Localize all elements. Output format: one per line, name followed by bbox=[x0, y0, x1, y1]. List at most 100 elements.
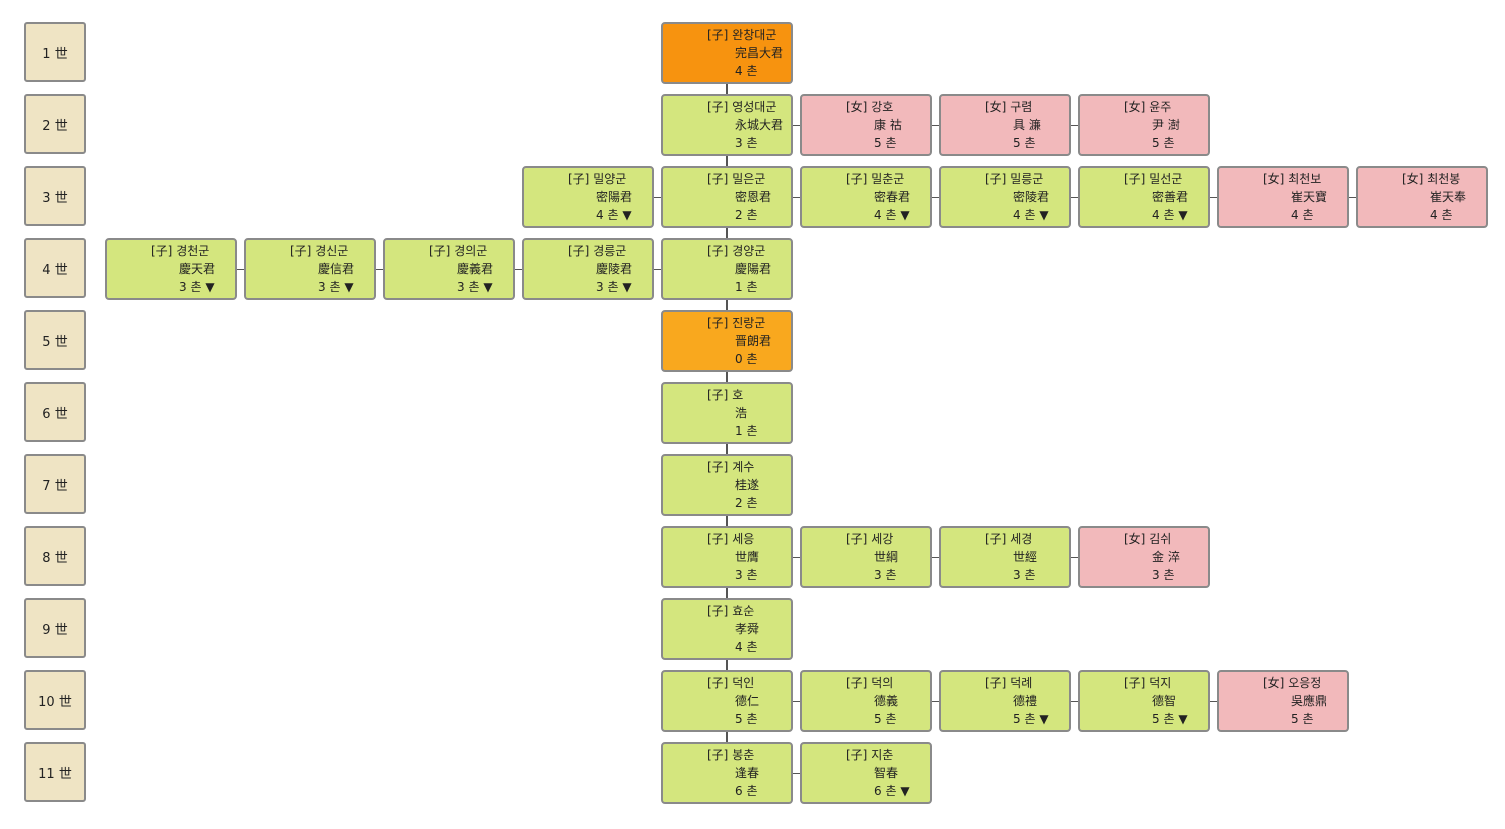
kinship-line: 3 촌 ▼ bbox=[318, 278, 354, 296]
relation-label: [女] bbox=[1263, 676, 1285, 690]
generation-label: 10 世 bbox=[24, 670, 86, 730]
main-line-connector bbox=[726, 84, 728, 804]
kinship-line: 6 촌 bbox=[735, 782, 758, 800]
person-name: 경릉군 bbox=[593, 244, 627, 258]
generation-label: 3 世 bbox=[24, 166, 86, 226]
person-hanja: 金 淬 bbox=[1152, 550, 1180, 564]
kinship-degree: 5 촌 bbox=[1152, 136, 1175, 150]
expand-arrow-icon[interactable]: ▼ bbox=[1178, 208, 1188, 222]
relation-label: [子] bbox=[568, 172, 590, 186]
expand-arrow-icon[interactable]: ▼ bbox=[344, 280, 354, 294]
expand-arrow-icon[interactable]: ▼ bbox=[483, 280, 493, 294]
person-name: 덕례 bbox=[1010, 676, 1033, 690]
person-name-line: [子] 완창대군 bbox=[707, 26, 776, 44]
expand-arrow-icon[interactable]: ▼ bbox=[900, 784, 910, 798]
kinship-degree: 3 촌 bbox=[318, 280, 341, 294]
person-box[interactable]: [女] 김쉬 金 淬 3 촌 bbox=[1078, 526, 1210, 588]
relation-label: [女] bbox=[1263, 172, 1285, 186]
person-box[interactable]: [女] 윤주 尹 澍 5 촌 bbox=[1078, 94, 1210, 156]
relation-label: [子] bbox=[707, 244, 729, 258]
kinship-line: 0 촌 bbox=[735, 350, 758, 368]
person-hanja: 尹 澍 bbox=[1152, 118, 1180, 132]
kinship-line: 3 촌 ▼ bbox=[179, 278, 215, 296]
generation-label: 5 世 bbox=[24, 310, 86, 370]
person-name: 경신군 bbox=[315, 244, 349, 258]
kinship-line: 3 촌 bbox=[735, 566, 758, 584]
relation-label: [子] bbox=[846, 748, 868, 762]
kinship-line: 4 촌 bbox=[735, 62, 758, 80]
relation-label: [子] bbox=[707, 316, 729, 330]
relation-label: [女] bbox=[1124, 532, 1146, 546]
person-name-line: [女] 윤주 bbox=[1124, 98, 1171, 116]
person-name-line: [子] 경신군 bbox=[290, 242, 348, 260]
expand-arrow-icon[interactable]: ▼ bbox=[1039, 208, 1049, 222]
person-hanja: 晋朗君 bbox=[735, 334, 772, 348]
person-name: 김쉬 bbox=[1149, 532, 1172, 546]
expand-arrow-icon[interactable]: ▼ bbox=[622, 208, 632, 222]
person-name-line: [子] 경천군 bbox=[151, 242, 209, 260]
kinship-degree: 2 촌 bbox=[735, 496, 758, 510]
sibling-connector bbox=[727, 557, 1144, 558]
person-name: 경양군 bbox=[732, 244, 766, 258]
kinship-line: 6 촌 ▼ bbox=[874, 782, 910, 800]
person-hanja: 密陵君 bbox=[1013, 190, 1050, 204]
person-name-line: [子] 영성대군 bbox=[707, 98, 776, 116]
expand-arrow-icon[interactable]: ▼ bbox=[1039, 712, 1049, 726]
expand-arrow-icon[interactable]: ▼ bbox=[1178, 712, 1188, 726]
relation-label: [子] bbox=[707, 28, 729, 42]
person-name: 밀선군 bbox=[1149, 172, 1183, 186]
generation-label: 7 世 bbox=[24, 454, 86, 514]
person-hanja: 世綱 bbox=[874, 550, 899, 564]
person-hanja: 德智 bbox=[1152, 694, 1177, 708]
person-hanja: 桂遂 bbox=[735, 478, 760, 492]
kinship-line: 4 촌 ▼ bbox=[1152, 206, 1188, 224]
person-name: 완창대군 bbox=[732, 28, 777, 42]
person-name: 효순 bbox=[732, 604, 755, 618]
person-name-line: [子] 경의군 bbox=[429, 242, 487, 260]
expand-arrow-icon[interactable]: ▼ bbox=[205, 280, 215, 294]
generation-label: 11 世 bbox=[24, 742, 86, 802]
person-box[interactable]: [子] 경신군 慶信君 3 촌 ▼ bbox=[244, 238, 376, 300]
person-name-line: [子] 경양군 bbox=[707, 242, 765, 260]
kinship-line: 4 촌 ▼ bbox=[596, 206, 632, 224]
kinship-degree: 3 촌 bbox=[1152, 568, 1175, 582]
person-hanja: 慶陵君 bbox=[596, 262, 633, 276]
expand-arrow-icon[interactable]: ▼ bbox=[622, 280, 632, 294]
person-hanja: 慶信君 bbox=[318, 262, 355, 276]
person-name: 덕의 bbox=[871, 676, 894, 690]
relation-label: [子] bbox=[290, 244, 312, 258]
relation-label: [子] bbox=[985, 532, 1007, 546]
expand-arrow-icon[interactable]: ▼ bbox=[900, 208, 910, 222]
kinship-degree: 6 촌 bbox=[735, 784, 758, 798]
